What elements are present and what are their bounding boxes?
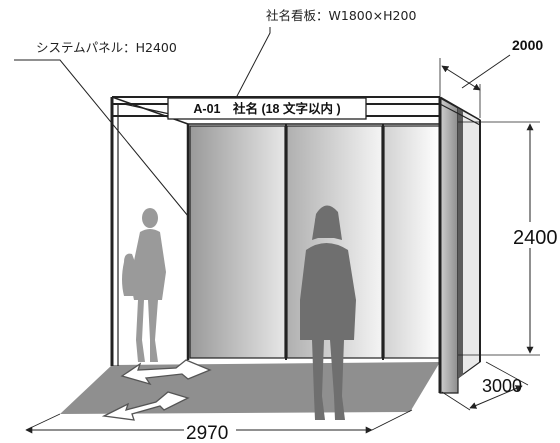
person-silhouette-back <box>122 208 166 362</box>
sign-callout-label: 社名看板：W1800×H200 <box>266 8 416 23</box>
booth-floor <box>60 362 440 414</box>
entry-arrow-lower <box>101 391 190 421</box>
depth-dimension: 3000 <box>482 376 522 396</box>
entry-arrow-upper <box>120 359 212 386</box>
side-wall <box>438 96 481 394</box>
person-silhouette-front <box>300 205 356 420</box>
height-dimension: 2400 <box>513 227 558 249</box>
top-depth-dimension: 2000 <box>512 37 543 53</box>
back-panel-right <box>383 125 441 359</box>
panel-callout-label: システムパネル：H2400 <box>36 40 177 55</box>
side-panel-front <box>439 96 459 394</box>
back-panel-left <box>189 125 286 359</box>
entry-arrows <box>101 359 212 421</box>
company-sign: A-01 社名 (18 文字以内 ) <box>167 97 367 120</box>
company-sign-text: A-01 社名 (18 文字以内 ) <box>193 101 340 116</box>
width-dimension: 2970 <box>186 423 228 443</box>
